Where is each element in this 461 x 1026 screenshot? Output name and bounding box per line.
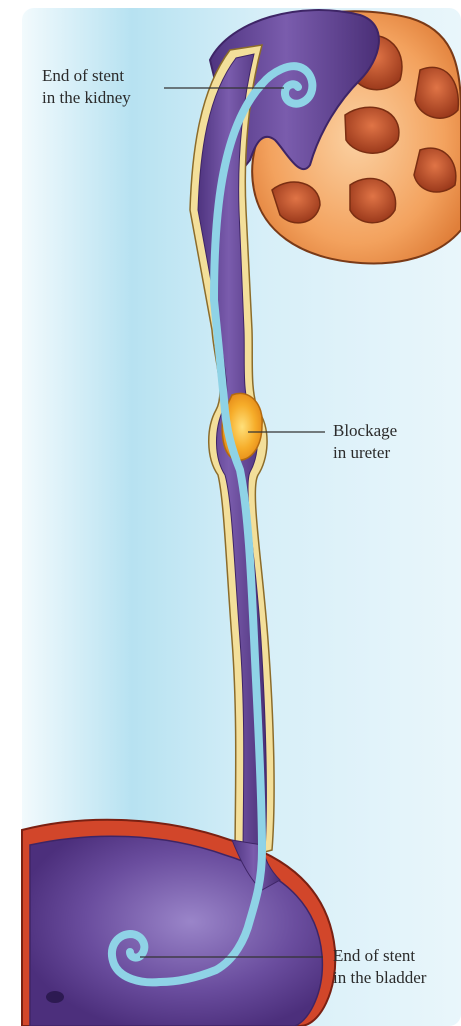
label-kidney: End of stent in the kidney [42, 65, 131, 109]
label-bladder-line1: End of stent [333, 945, 426, 967]
urethral-opening [46, 991, 64, 1003]
label-blockage: Blockage in ureter [333, 420, 397, 464]
label-blockage-line2: in ureter [333, 442, 397, 464]
label-bladder-line2: in the bladder [333, 967, 426, 989]
label-blockage-line1: Blockage [333, 420, 397, 442]
label-bladder: End of stent in the bladder [333, 945, 426, 989]
label-kidney-line2: in the kidney [42, 87, 131, 109]
renal-pyramid [350, 178, 396, 222]
renal-pyramid [345, 107, 399, 153]
label-kidney-line1: End of stent [42, 65, 131, 87]
